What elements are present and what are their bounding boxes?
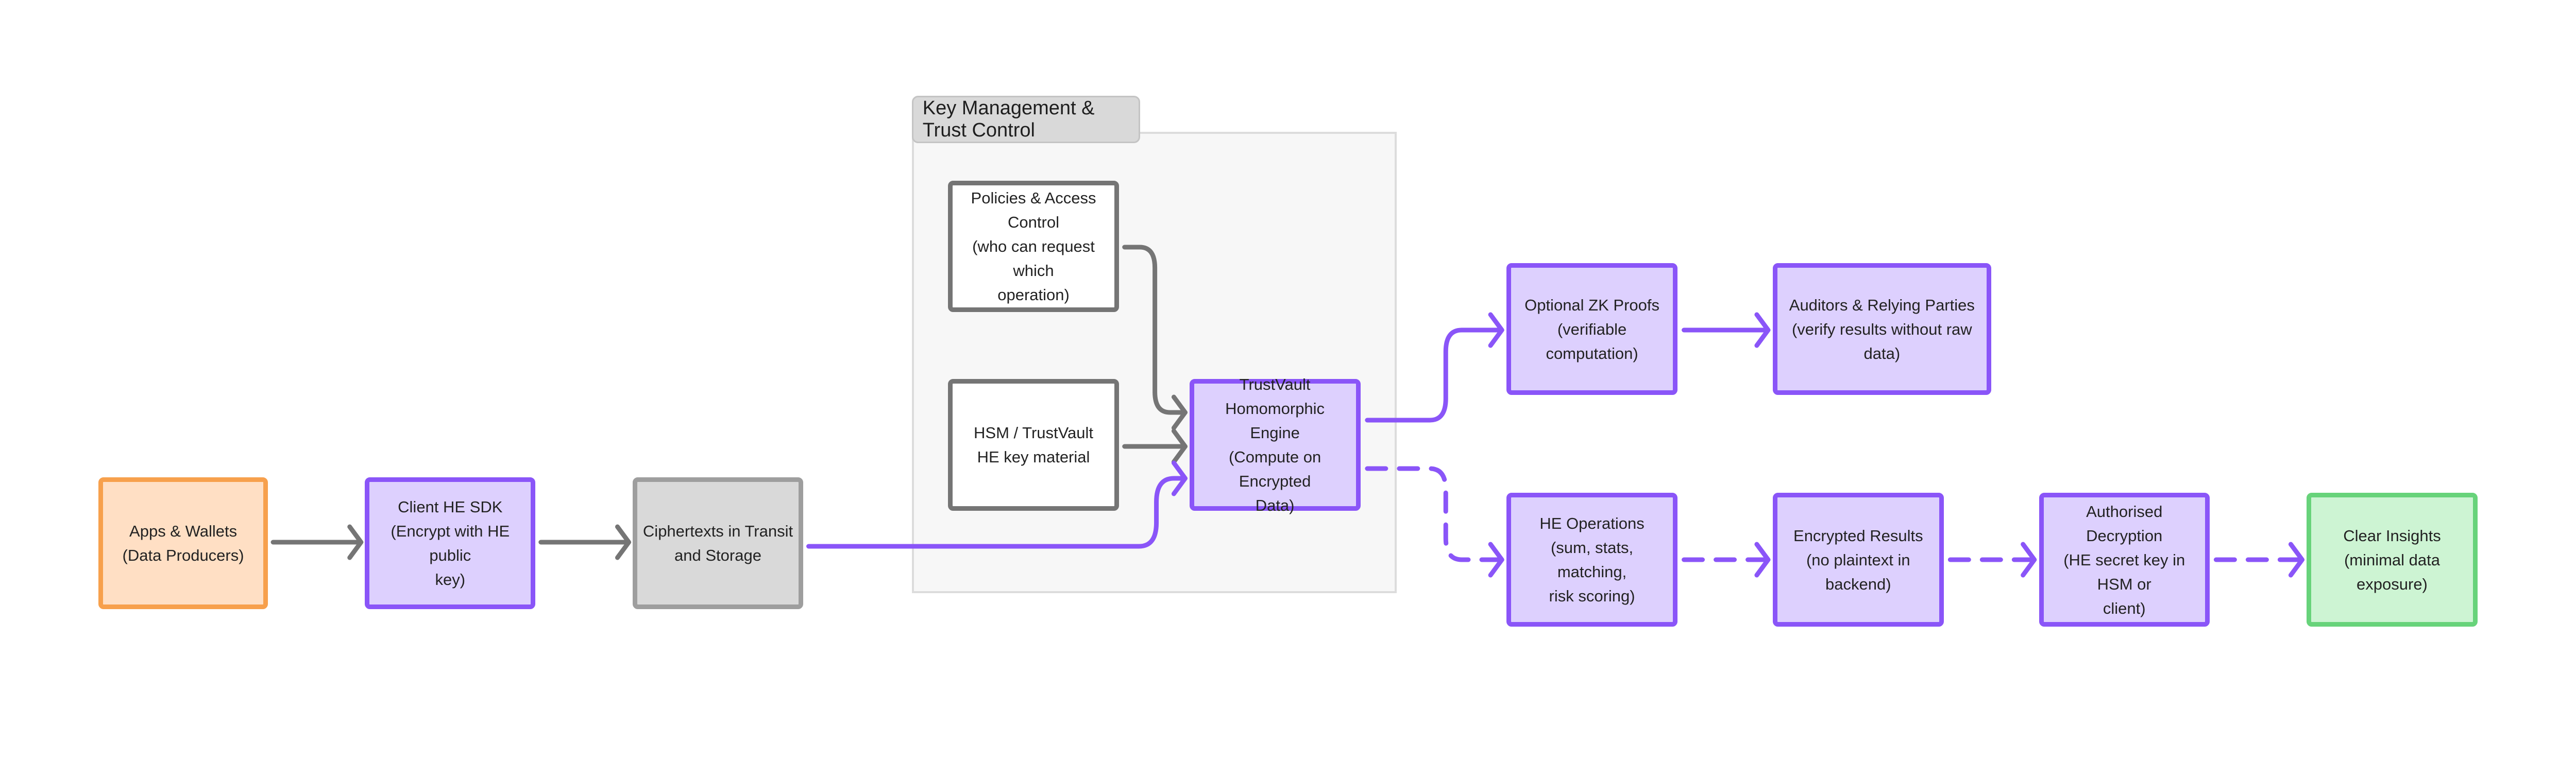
edge-hsm-to-engine <box>1125 431 1185 462</box>
edge-zk-to-auditors <box>1684 315 1768 346</box>
node-subtitle: (Encrypt with HE public <box>391 522 510 564</box>
node-policies: Policies & Access Control (who can reque… <box>948 181 1119 312</box>
node-subtitle-cont: Data) <box>1255 496 1295 514</box>
node-title-cont: and Storage <box>674 546 761 564</box>
node-he-operations: HE Operations (sum, stats, matching, ris… <box>1506 493 1678 627</box>
node-encrypted-results: Encrypted Results (no plaintext in backe… <box>1772 493 1944 627</box>
node-subtitle: (minimal data exposure) <box>2344 550 2440 593</box>
node-title: Auditors & Relying Parties <box>1789 296 1975 314</box>
node-subtitle-cont: key) <box>435 571 466 589</box>
node-subtitle: (no plaintext in backend) <box>1806 550 1910 593</box>
group-label: Key Management & Trust Control <box>911 96 1140 143</box>
node-title: Policies & Access Control <box>971 189 1096 231</box>
edge-sdk-to-cipher <box>541 527 629 558</box>
arrowhead-authdec <box>2023 544 2035 575</box>
node-subtitle: (HE secret key in HSM or <box>2063 550 2185 593</box>
node-ciphertexts: Ciphertexts in Transit and Storage <box>632 477 804 609</box>
edge-apps-to-sdk <box>273 527 361 558</box>
node-authorised-decryption: Authorised Decryption (HE secret key in … <box>2039 493 2210 627</box>
node-subtitle-cont: risk scoring) <box>1549 587 1635 605</box>
node-subtitle-cont: client) <box>2103 599 2146 617</box>
node-subtitle: (Data Producers) <box>122 546 244 564</box>
node-client-he-sdk: Client HE SDK (Encrypt with HE public ke… <box>365 477 536 609</box>
node-auditors: Auditors & Relying Parties (verify resul… <box>1772 263 1991 395</box>
node-subtitle: (sum, stats, matching, <box>1550 539 1634 581</box>
node-title: Client HE SDK <box>398 498 503 516</box>
node-title: TrustVault Homomorphic <box>1225 375 1325 418</box>
node-title-cont: Engine <box>1250 424 1300 442</box>
node-title: HSM / TrustVault <box>974 424 1094 442</box>
node-title: Optional ZK Proofs <box>1524 296 1659 314</box>
node-subtitle: (verify results without raw data) <box>1791 320 1972 362</box>
edge-engine-to-heops <box>1367 469 1502 560</box>
node-zk-proofs: Optional ZK Proofs (verifiable computati… <box>1506 263 1678 395</box>
node-title: Ciphertexts in Transit <box>642 522 793 540</box>
edge-policies-to-engine <box>1125 247 1185 428</box>
node-apps-wallets: Apps & Wallets (Data Producers) <box>98 477 268 609</box>
node-title: HE Operations <box>1539 514 1645 532</box>
node-title: Encrypted Results <box>1793 526 1923 545</box>
node-subtitle: (who can request which <box>972 237 1095 280</box>
node-he-engine: TrustVault Homomorphic Engine (Compute o… <box>1189 375 1361 514</box>
node-title: Apps & Wallets <box>129 522 238 540</box>
node-title: Authorised Decryption <box>2086 502 2163 545</box>
node-subtitle: HE key material <box>977 448 1090 466</box>
node-subtitle-cont: operation) <box>997 286 1070 304</box>
arrowhead-clear <box>2291 544 2302 575</box>
node-hsm: HSM / TrustVault HE key material <box>948 379 1119 511</box>
arrowhead-encres <box>1757 544 1768 575</box>
node-subtitle: (verifiable computation) <box>1546 320 1638 362</box>
node-title: Clear Insights <box>2343 526 2441 545</box>
edge-engine-to-zk <box>1367 315 1502 420</box>
node-clear-insights: Clear Insights (minimal data exposure) <box>2307 493 2478 627</box>
node-subtitle: (Compute on Encrypted <box>1228 448 1321 490</box>
arrowhead-heops <box>1490 544 1502 575</box>
edge-cipher-to-engine <box>808 463 1185 546</box>
